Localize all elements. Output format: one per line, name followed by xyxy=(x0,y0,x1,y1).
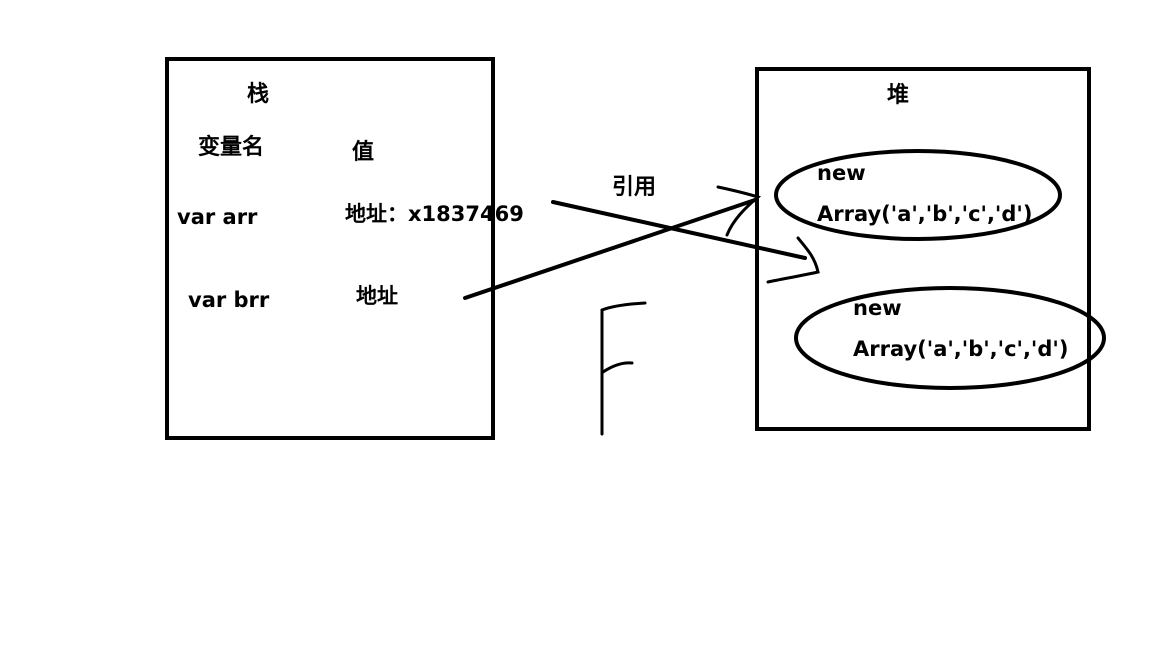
reference-arrow-arr-head xyxy=(766,236,820,284)
reference-arrow-arr xyxy=(551,200,807,260)
reference-label: 引用 xyxy=(612,175,657,200)
reference-arrow-brr-head xyxy=(716,185,762,237)
heap-object-ellipse-1 xyxy=(774,149,1062,241)
stack-column-value-header: 值 xyxy=(352,140,375,165)
stack-row-2-name: var brr xyxy=(188,288,270,312)
stack-row-2-value: 地址 xyxy=(356,284,398,308)
heap-object-ellipse-2 xyxy=(794,286,1106,390)
heap-object-2-line2: Array('a','b','c','d') xyxy=(853,337,1069,361)
heap-title: 堆 xyxy=(887,83,910,108)
heap-object-2-line1: new xyxy=(853,296,902,320)
stack-title: 栈 xyxy=(247,82,270,107)
stack-row-1-name: var arr xyxy=(177,205,258,229)
stack-column-name-header: 变量名 xyxy=(198,135,265,160)
heap-object-1-line1: new xyxy=(817,161,866,185)
heap-object-1-line2: Array('a','b','c','d') xyxy=(817,202,1033,226)
scribble-stroke xyxy=(600,301,647,436)
reference-arrow-brr xyxy=(463,198,757,300)
stack-box xyxy=(165,57,495,440)
stack-row-1-value: 地址：x1837469 xyxy=(345,202,524,226)
